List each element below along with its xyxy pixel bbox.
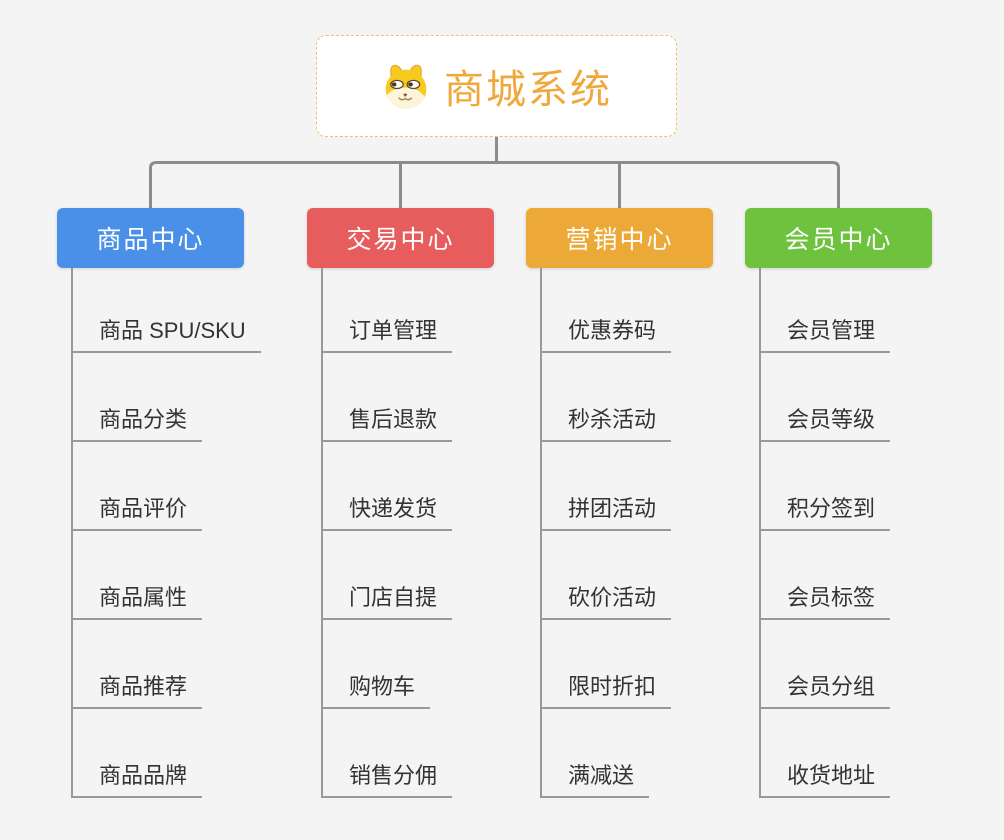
leaf-topic-label: 商品 SPU/SKU (99, 318, 246, 343)
leaf-topic[interactable]: 快递发货 (323, 442, 453, 531)
branch-node-4[interactable]: 会员中心 (745, 208, 932, 268)
leaf-topic-label: 快递发货 (349, 496, 438, 521)
leaf-topic[interactable]: 销售分佣 (323, 709, 453, 798)
root-topic-node[interactable]: 商城系统 (316, 35, 677, 137)
leaf-topic-label: 商品品牌 (99, 763, 188, 788)
leaf-topic[interactable]: 会员等级 (761, 353, 891, 442)
leaf-topic[interactable]: 订单管理 (323, 268, 453, 353)
branch-node-3[interactable]: 营销中心 (526, 208, 713, 268)
leaf-topic[interactable]: 会员标签 (761, 531, 891, 620)
branch-children: 订单管理售后退款快递发货门店自提购物车销售分佣 (321, 268, 453, 798)
leaf-topic[interactable]: 拼团活动 (542, 442, 672, 531)
leaf-topic-label: 优惠券码 (568, 318, 657, 343)
leaf-topic-label: 满减送 (568, 763, 635, 788)
leaf-topic[interactable]: 商品分类 (73, 353, 203, 442)
leaf-topic-label: 拼团活动 (568, 496, 657, 521)
leaf-topic[interactable]: 商品品牌 (73, 709, 203, 798)
branch-label: 交易中心 (346, 226, 455, 254)
branch-children: 商品 SPU/SKU 商品分类商品评价商品属性商品推荐商品品牌 (71, 268, 261, 798)
leaf-topic-label: 会员管理 (787, 318, 876, 343)
leaf-topic[interactable]: 满减送 (542, 709, 650, 798)
leaf-topic-label: 门店自提 (349, 585, 438, 610)
leaf-topic[interactable]: 限时折扣 (542, 620, 672, 709)
leaf-topic-label: 购物车 (349, 674, 416, 699)
branch-node-2[interactable]: 交易中心 (307, 208, 494, 268)
branch-label: 商品中心 (96, 226, 205, 254)
leaf-topic-label: 秒杀活动 (568, 407, 657, 432)
leaf-topic-label: 会员标签 (787, 585, 876, 610)
leaf-topic-label: 商品评价 (99, 496, 188, 521)
leaf-topic[interactable]: 会员分组 (761, 620, 891, 709)
leaf-topic[interactable]: 积分签到 (761, 442, 891, 531)
leaf-topic-label: 商品推荐 (99, 674, 188, 699)
leaf-topic[interactable]: 收货地址 (761, 709, 891, 798)
leaf-topic-label: 销售分佣 (349, 763, 438, 788)
leaf-topic-label: 订单管理 (349, 318, 438, 343)
leaf-topic[interactable]: 商品属性 (73, 531, 203, 620)
branch-children: 会员管理会员等级积分签到会员标签会员分组收货地址 (759, 268, 891, 798)
leaf-topic[interactable]: 售后退款 (323, 353, 453, 442)
leaf-topic[interactable]: 优惠券码 (542, 268, 672, 353)
leaf-topic[interactable]: 商品推荐 (73, 620, 203, 709)
dog-face-icon (385, 64, 427, 109)
branch-label: 营销中心 (565, 226, 674, 254)
leaf-topic[interactable]: 秒杀活动 (542, 353, 672, 442)
leaf-topic[interactable]: 商品评价 (73, 442, 203, 531)
root-topic-title: 商城系统 (444, 68, 612, 112)
leaf-topic[interactable]: 购物车 (323, 620, 431, 709)
leaf-topic[interactable]: 会员管理 (761, 268, 891, 353)
leaf-topic-label: 收货地址 (787, 763, 876, 788)
leaf-topic[interactable]: 门店自提 (323, 531, 453, 620)
leaf-topic[interactable]: 商品 SPU/SKU (73, 268, 261, 353)
leaf-topic-label: 会员分组 (787, 674, 876, 699)
leaf-topic-label: 商品分类 (99, 407, 188, 432)
branch-label: 会员中心 (784, 226, 893, 254)
leaf-topic-label: 售后退款 (349, 407, 438, 432)
leaf-topic-label: 积分签到 (787, 496, 876, 521)
leaf-topic-label: 商品属性 (99, 585, 188, 610)
branch-node-1[interactable]: 商品中心 (57, 208, 244, 268)
leaf-topic-label: 砍价活动 (568, 585, 657, 610)
leaf-topic[interactable]: 砍价活动 (542, 531, 672, 620)
leaf-topic-label: 限时折扣 (568, 674, 657, 699)
leaf-topic-label: 会员等级 (787, 407, 876, 432)
branch-children: 优惠券码秒杀活动拼团活动砍价活动限时折扣满减送 (540, 268, 672, 798)
